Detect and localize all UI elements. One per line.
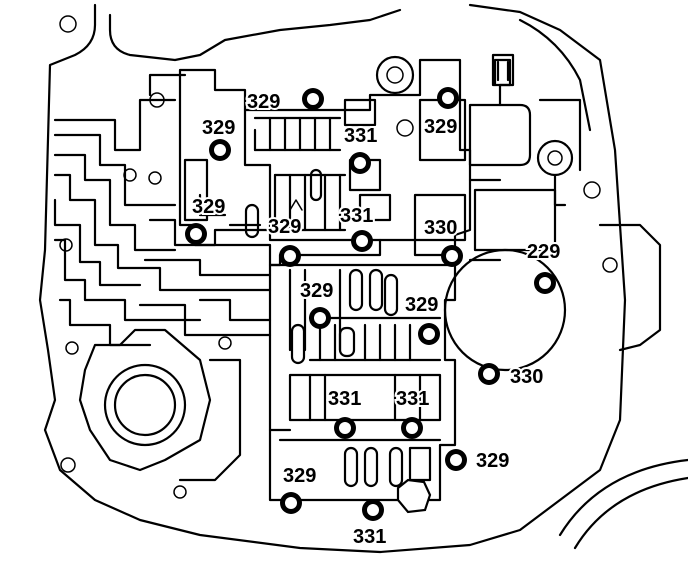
pump-bore bbox=[78, 328, 242, 482]
solenoid-assembly bbox=[468, 53, 582, 262]
callout-label: 229 bbox=[527, 241, 560, 263]
bolt-head bbox=[280, 492, 302, 514]
bolt-head bbox=[209, 139, 231, 161]
callout-label: 329 bbox=[247, 91, 280, 113]
transmission-case-outline bbox=[38, 3, 688, 554]
bolt-head bbox=[534, 272, 556, 294]
bolt-heads bbox=[185, 87, 556, 521]
callout-label: 331 bbox=[396, 388, 429, 410]
callout-label: 329 bbox=[476, 450, 509, 472]
callout-label: 331 bbox=[328, 388, 361, 410]
callout-label: 329 bbox=[300, 280, 333, 302]
accumulator-housing bbox=[443, 248, 567, 372]
bolt-head bbox=[302, 88, 324, 110]
bolt-head bbox=[437, 87, 459, 109]
bolt-head bbox=[279, 245, 301, 267]
callout-label: 329 bbox=[192, 196, 225, 218]
callout-label: 331 bbox=[340, 205, 373, 227]
callout-label: 331 bbox=[344, 125, 377, 147]
callout-label: 329 bbox=[424, 116, 457, 138]
lower-valve-body bbox=[268, 263, 457, 514]
callout-label: 329 bbox=[283, 465, 316, 487]
bolt-head bbox=[309, 307, 331, 329]
bolt-head bbox=[349, 152, 371, 174]
bolt-head bbox=[334, 417, 356, 439]
bolt-head bbox=[418, 323, 440, 345]
bolt-head bbox=[441, 245, 463, 267]
callout-label: 329 bbox=[268, 216, 301, 238]
bolt-head bbox=[185, 223, 207, 245]
callout-labels: 329 329 331 329 329 329 331 330 229 329 … bbox=[190, 89, 562, 550]
callout-label: 329 bbox=[202, 117, 235, 139]
channel-plate-left bbox=[53, 73, 272, 499]
callout-label: 330 bbox=[424, 217, 457, 239]
bolt-head bbox=[401, 417, 423, 439]
bolt-head bbox=[351, 230, 373, 252]
callout-label: 329 bbox=[405, 294, 438, 316]
callout-label: 331 bbox=[353, 526, 386, 548]
bolt-head bbox=[362, 499, 384, 521]
callout-label: 330 bbox=[510, 366, 543, 388]
bolt-head bbox=[478, 363, 500, 385]
upper-valve-body bbox=[178, 55, 472, 267]
bolt-head bbox=[445, 449, 467, 471]
